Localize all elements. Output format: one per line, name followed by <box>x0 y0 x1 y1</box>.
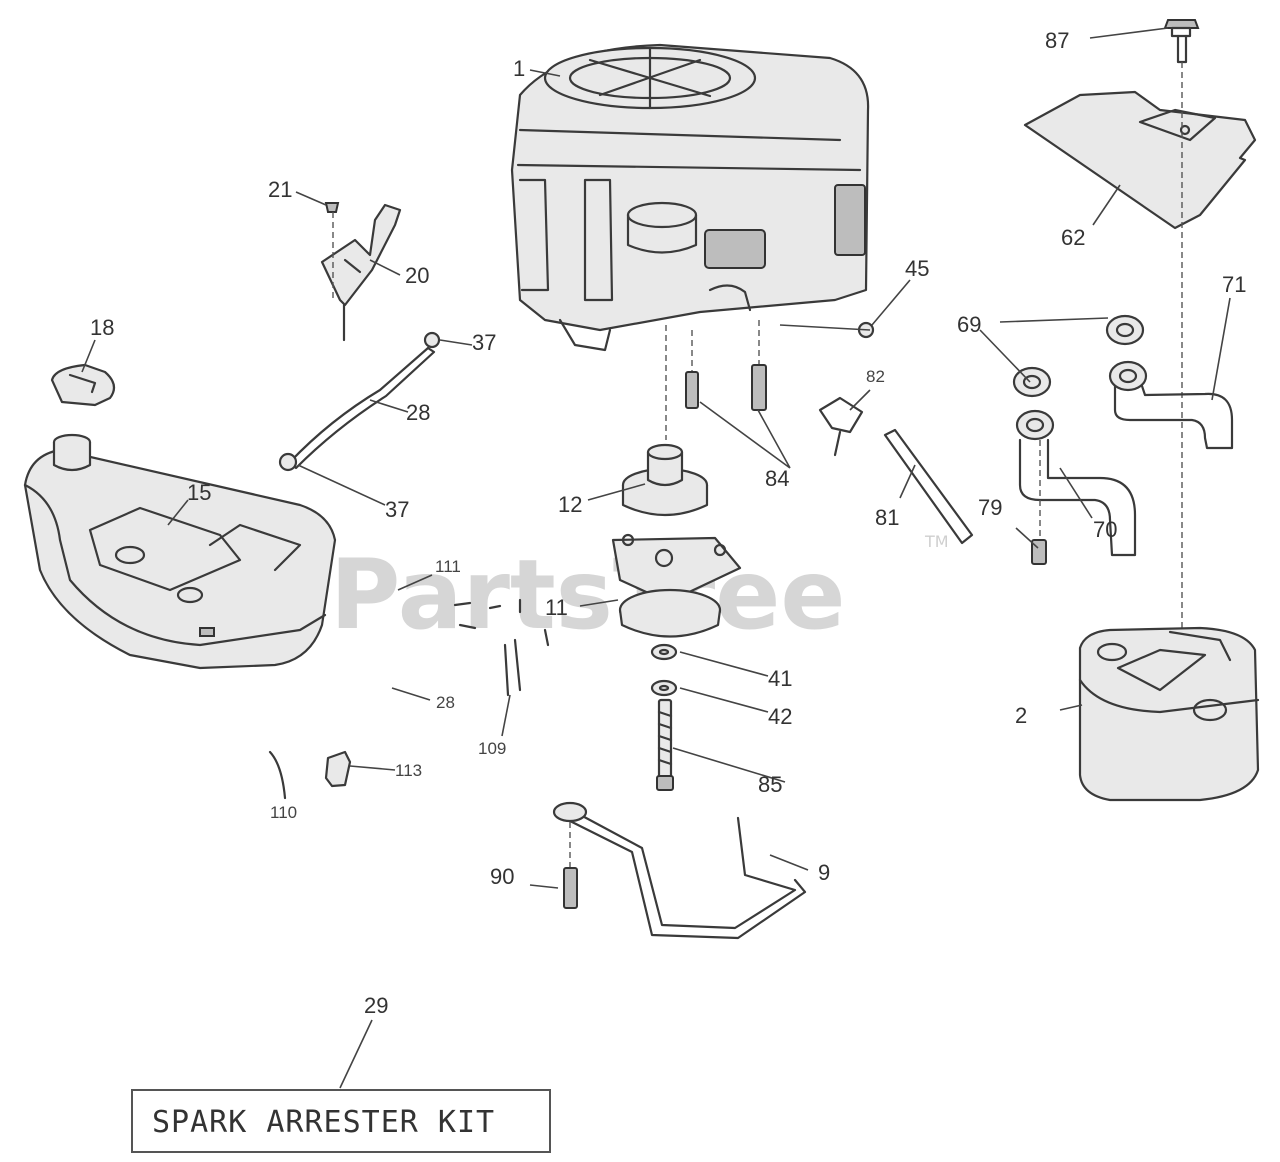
callout-87: 87 <box>1045 28 1069 53</box>
callout-90: 90 <box>490 864 514 889</box>
callout-85: 85 <box>758 772 782 797</box>
callout-20: 20 <box>405 263 429 288</box>
engine-part[interactable] <box>510 43 870 352</box>
callout-28-upper: 28 <box>406 400 430 425</box>
clamp-82-part[interactable] <box>818 396 864 457</box>
callout-18: 18 <box>90 315 114 340</box>
screw-21-part[interactable] <box>324 202 346 342</box>
bolt-90-part[interactable] <box>563 822 578 909</box>
muffler-part[interactable] <box>1078 626 1260 802</box>
watermark: PartsTree TM <box>330 532 949 651</box>
fuel-tank-15-part[interactable] <box>23 433 337 670</box>
kit-label: SPARK ARRESTER KIT <box>152 1105 495 1140</box>
pulley-12-part[interactable] <box>621 443 709 517</box>
fuel-filter-109-part[interactable] <box>503 638 522 697</box>
bolt-85-part[interactable] <box>656 698 674 791</box>
callout-9: 9 <box>818 860 830 885</box>
callout-37-upper: 37 <box>472 330 496 355</box>
bracket-9-part[interactable] <box>552 801 807 940</box>
hose-clamp-37-part[interactable] <box>278 331 441 472</box>
fuel-cap-18-part[interactable] <box>50 363 116 407</box>
callout-21: 21 <box>268 177 292 202</box>
callout-11: 11 <box>545 595 568 620</box>
fuel-line-28-part[interactable] <box>288 346 436 470</box>
callout-2: 2 <box>1015 703 1027 728</box>
fuel-hose-81-part[interactable] <box>883 428 974 545</box>
washer-42-part[interactable] <box>650 679 678 697</box>
leader-lines <box>81 27 1231 1089</box>
callout-41: 41 <box>768 666 792 691</box>
callout-37-lower: 37 <box>385 497 409 522</box>
watermark-trademark: TM <box>924 532 949 551</box>
bolt-84-part[interactable] <box>685 320 767 411</box>
callout-113: 113 <box>395 761 422 780</box>
callout-1: 1 <box>513 56 525 81</box>
callout-109: 109 <box>478 739 506 758</box>
spark-arrester-kit[interactable]: SPARK ARRESTER KIT <box>131 1089 551 1153</box>
callout-29: 29 <box>364 993 388 1018</box>
screen-111-part[interactable] <box>453 598 550 647</box>
watermark-text: PartsTree <box>330 539 845 651</box>
callout-84: 84 <box>765 466 789 491</box>
callout-81: 81 <box>875 505 899 530</box>
kit-box <box>131 1089 551 1153</box>
callout-42: 42 <box>768 704 792 729</box>
callout-12: 12 <box>558 492 582 517</box>
callout-79: 79 <box>978 495 1002 520</box>
callout-82: 82 <box>866 367 885 386</box>
clip-110-part[interactable] <box>268 750 287 800</box>
callout-28-lower: 28 <box>436 693 455 712</box>
callout-labels: 1 2 9 11 12 15 18 20 21 28 28 29 37 37 4… <box>90 28 1246 1018</box>
bracket-20-part[interactable] <box>320 203 402 307</box>
callout-62: 62 <box>1061 225 1085 250</box>
callout-111: 111 <box>435 557 461 576</box>
callout-69: 69 <box>957 312 981 337</box>
exhaust-pipe-71-part[interactable] <box>1113 378 1234 450</box>
exhaust-pipe-70-part[interactable] <box>1018 438 1137 557</box>
washer-41-part[interactable] <box>650 643 678 661</box>
clutch-11-part[interactable] <box>611 533 742 638</box>
callout-110: 110 <box>270 803 297 822</box>
muffler-shield-part[interactable] <box>1023 90 1257 230</box>
callout-15: 15 <box>187 480 211 505</box>
bolt-87-part[interactable] <box>1163 19 1200 650</box>
callout-70: 70 <box>1093 517 1117 542</box>
fitting-113-part[interactable] <box>324 750 352 788</box>
callout-45: 45 <box>905 256 929 281</box>
callout-71: 71 <box>1222 272 1246 297</box>
